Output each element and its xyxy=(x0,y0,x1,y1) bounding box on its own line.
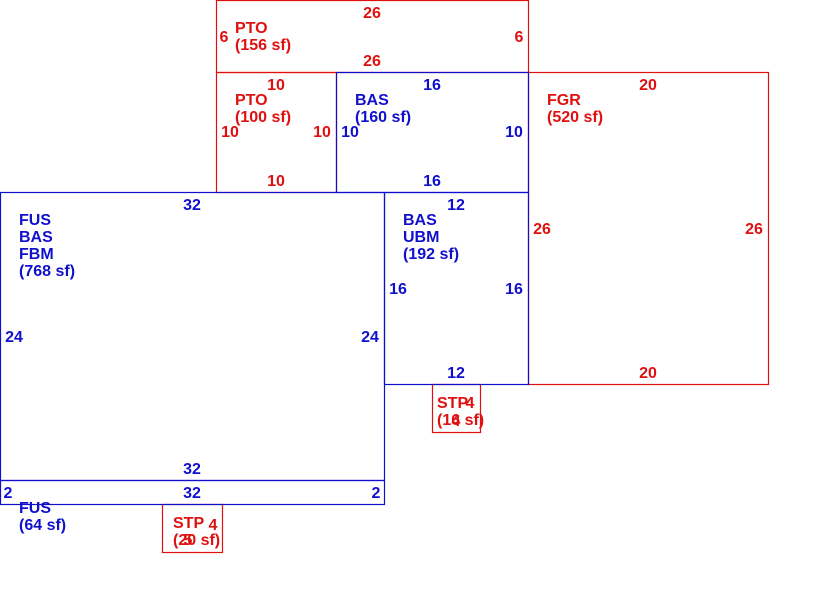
fus-main-label-area: (768 sf) xyxy=(19,263,75,280)
fus-main-outline xyxy=(0,191,386,482)
bas-ubm-label-area: (192 sf) xyxy=(403,246,459,263)
fgr-label-code: FGR xyxy=(547,92,581,109)
pto-top-label-area: (156 sf) xyxy=(235,37,291,54)
bas-upper-dim-top: 16 xyxy=(423,77,441,94)
fus-main-dim-right: 24 xyxy=(361,329,379,346)
fgr-label-area: (520 sf) xyxy=(547,109,603,126)
bas-ubm-dim-left: 16 xyxy=(389,281,407,298)
stp-small-dim-b: 4 xyxy=(452,413,461,430)
fus-main-dim-top: 32 xyxy=(183,197,201,214)
stp-small-dim-a: 4 xyxy=(466,395,475,412)
pto-top-dim-bottom: 26 xyxy=(363,53,381,70)
fus-main-dim-left: 24 xyxy=(5,329,23,346)
fgr-dim-top: 20 xyxy=(639,77,657,94)
stp-small-label-area: (16 sf) xyxy=(437,412,484,429)
fus-strip-label-code: FUS xyxy=(19,500,51,517)
fus-main-label-code-1: FUS xyxy=(19,212,51,229)
bas-upper-label-area: (160 sf) xyxy=(355,109,411,126)
fus-main-label-code-3: FBM xyxy=(19,246,54,263)
bas-upper-dim-left: 10 xyxy=(341,124,359,141)
pto-small-label-code: PTO xyxy=(235,92,268,109)
bas-ubm-dim-top: 12 xyxy=(447,197,465,214)
fgr-dim-left: 26 xyxy=(533,221,551,238)
pto-top-dim-top: 26 xyxy=(363,5,381,22)
stp-small-label-code: STP xyxy=(437,395,468,412)
fgr-dim-right: 26 xyxy=(745,221,763,238)
bas-upper-dim-bottom: 16 xyxy=(423,173,441,190)
bas-ubm-label-code-1: BAS xyxy=(403,212,437,229)
bas-upper-label-code: BAS xyxy=(355,92,389,109)
bas-ubm-label-code-2: UBM xyxy=(403,229,439,246)
stp-large-dim-b: 5 xyxy=(184,532,193,549)
fus-main-label-code-2: BAS xyxy=(19,229,53,246)
stp-large-label-area: (20 sf) xyxy=(173,532,220,549)
pto-small-label-area: (100 sf) xyxy=(235,109,291,126)
bas-upper-dim-right: 10 xyxy=(505,124,523,141)
fus-strip-dim-top: 32 xyxy=(183,485,201,502)
fus-strip-dim-left: 2 xyxy=(4,485,13,502)
pto-top-dim-left: 6 xyxy=(220,29,229,46)
bas-ubm-dim-bottom: 12 xyxy=(447,365,465,382)
fus-strip-dim-right: 2 xyxy=(372,485,381,502)
pto-top-dim-right: 6 xyxy=(515,29,524,46)
pto-small-dim-bottom: 10 xyxy=(267,173,285,190)
pto-small-dim-top: 10 xyxy=(267,77,285,94)
bas-ubm-outline xyxy=(383,191,530,386)
pto-top-label-code: PTO xyxy=(235,20,268,37)
fus-strip-label-area: (64 sf) xyxy=(19,517,66,534)
fus-main-dim-bottom: 32 xyxy=(183,461,201,478)
bas-ubm-dim-right: 16 xyxy=(505,281,523,298)
pto-small-dim-left: 10 xyxy=(221,124,239,141)
stp-large-label-code: STP xyxy=(173,515,204,532)
fus-strip-outline xyxy=(0,479,386,506)
pto-small-dim-right: 10 xyxy=(313,124,331,141)
fgr-dim-bottom: 20 xyxy=(639,365,657,382)
stp-large-dim-a: 4 xyxy=(209,517,218,534)
